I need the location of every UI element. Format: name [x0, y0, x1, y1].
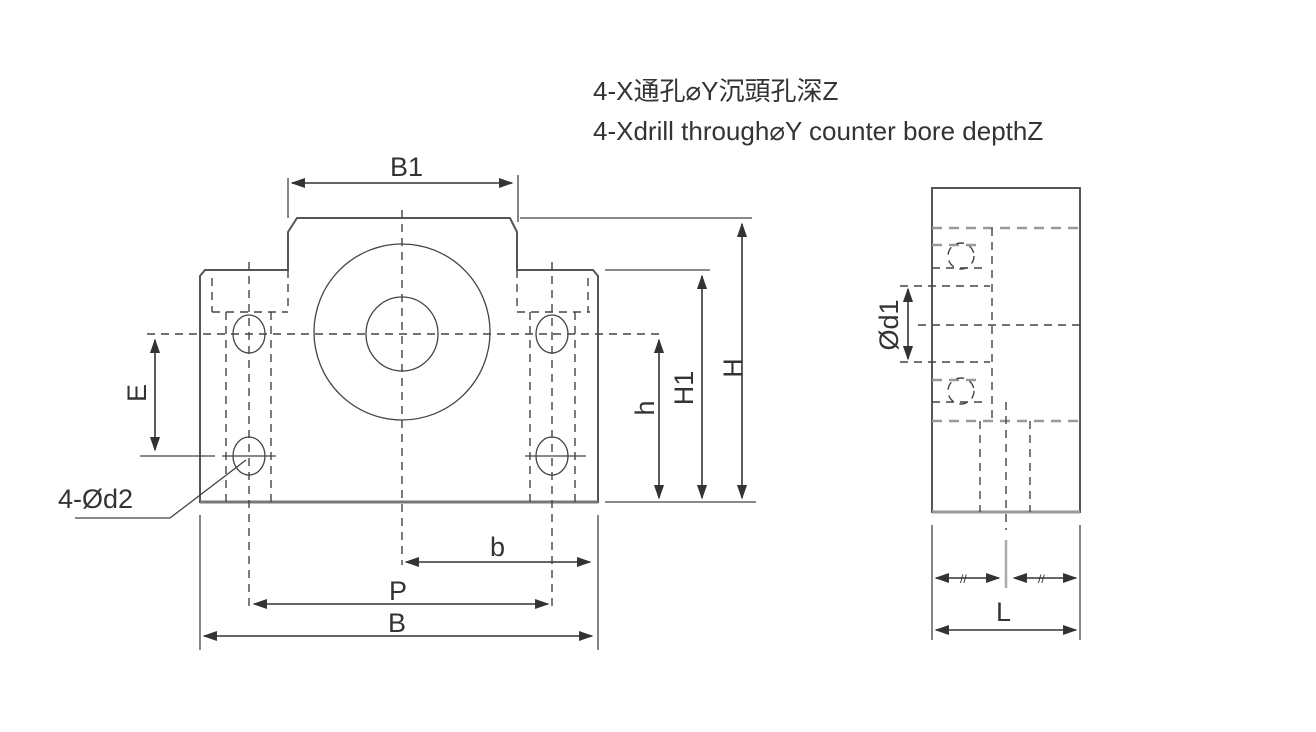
dim-B: B	[388, 608, 406, 638]
dim-H: H	[718, 358, 748, 378]
note-english: 4-Xdrill through⌀Y counter bore depthZ	[593, 116, 1043, 146]
bracket-outline	[199, 217, 599, 503]
dim-H1: H1	[669, 371, 699, 406]
dim-d1: Ød1	[874, 299, 904, 350]
dim-E: E	[122, 384, 152, 402]
hidden-lines	[147, 210, 662, 612]
dim-h: h	[630, 400, 660, 415]
dim-b: b	[490, 532, 505, 562]
dim-P: P	[389, 576, 407, 606]
half-mark-left: //	[960, 572, 967, 586]
half-mark-right: //	[1038, 572, 1045, 586]
hole-callout: 4-Ød2	[58, 484, 133, 514]
front-view: B1 H H1 h E 4-Ød2 b P B	[58, 152, 756, 650]
dim-B1: B1	[390, 152, 423, 182]
note-chinese: 4-X通孔⌀Y沉頭孔深Z	[593, 76, 838, 106]
bolt-holes	[232, 314, 569, 476]
side-view: Ød1 // // L	[874, 187, 1081, 640]
dim-L: L	[996, 597, 1011, 627]
